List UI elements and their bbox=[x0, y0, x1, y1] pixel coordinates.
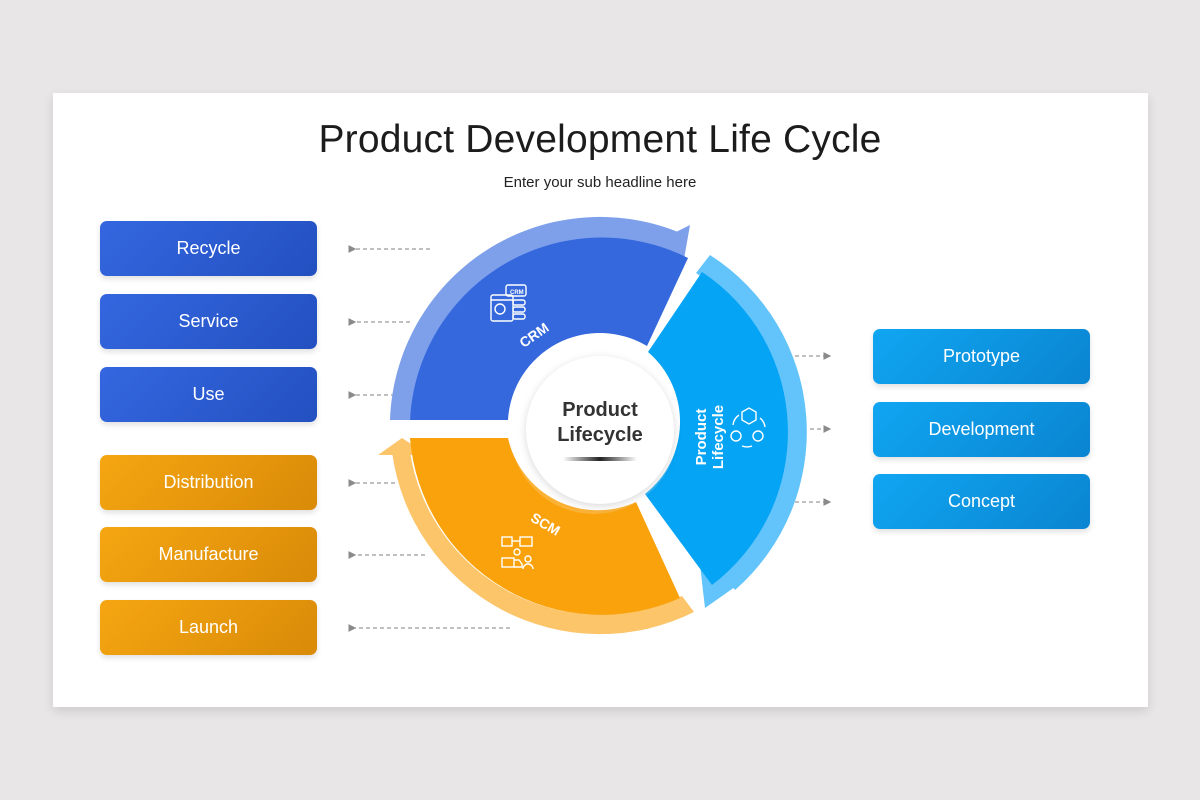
stage-label: Development bbox=[928, 419, 1035, 439]
stage-label: Distribution bbox=[163, 472, 254, 492]
center-title: Product Lifecycle bbox=[525, 398, 675, 448]
svg-text:CRM: CRM bbox=[510, 290, 524, 296]
stage-development[interactable]: Development bbox=[873, 402, 1090, 457]
product-lifecycle-label: Product Lifecycle bbox=[693, 404, 727, 470]
stage-recycle[interactable]: Recycle bbox=[100, 221, 317, 276]
center-underline bbox=[563, 457, 637, 461]
crm-dashboard-icon bbox=[490, 284, 527, 322]
stage-label: Recycle bbox=[176, 238, 241, 258]
stage-label: Concept bbox=[947, 491, 1016, 511]
stage-launch[interactable]: Launch bbox=[100, 600, 317, 655]
product-cycle-icon bbox=[730, 407, 766, 448]
stage-use[interactable]: Use bbox=[100, 367, 317, 422]
stage-label: Use bbox=[192, 384, 225, 404]
stage-manufacture[interactable]: Manufacture bbox=[100, 527, 317, 582]
page-subtitle: Enter your sub headline here bbox=[503, 174, 697, 191]
stage-label: Manufacture bbox=[158, 544, 259, 564]
stage-label: Launch bbox=[178, 617, 239, 637]
center-circle bbox=[526, 356, 674, 504]
crm-segment bbox=[410, 237, 688, 420]
stage-concept[interactable]: Concept bbox=[873, 474, 1090, 529]
stage-label: Prototype bbox=[942, 346, 1021, 366]
stage-service[interactable]: Service bbox=[100, 294, 317, 349]
left-connectors bbox=[348, 245, 510, 632]
product-lifecycle-segment bbox=[645, 272, 788, 585]
stage-prototype[interactable]: Prototype bbox=[873, 329, 1090, 384]
stage-label: Service bbox=[178, 311, 239, 331]
page-title: Product Development Life Cycle bbox=[318, 118, 882, 161]
stage-distribution[interactable]: Distribution bbox=[100, 455, 317, 510]
supply-chain-icon bbox=[501, 536, 534, 570]
center-title-line2: Lifecycle bbox=[557, 424, 643, 446]
center-title-line1: Product bbox=[562, 399, 638, 421]
right-connectors bbox=[795, 352, 832, 506]
scm-segment bbox=[410, 438, 680, 615]
